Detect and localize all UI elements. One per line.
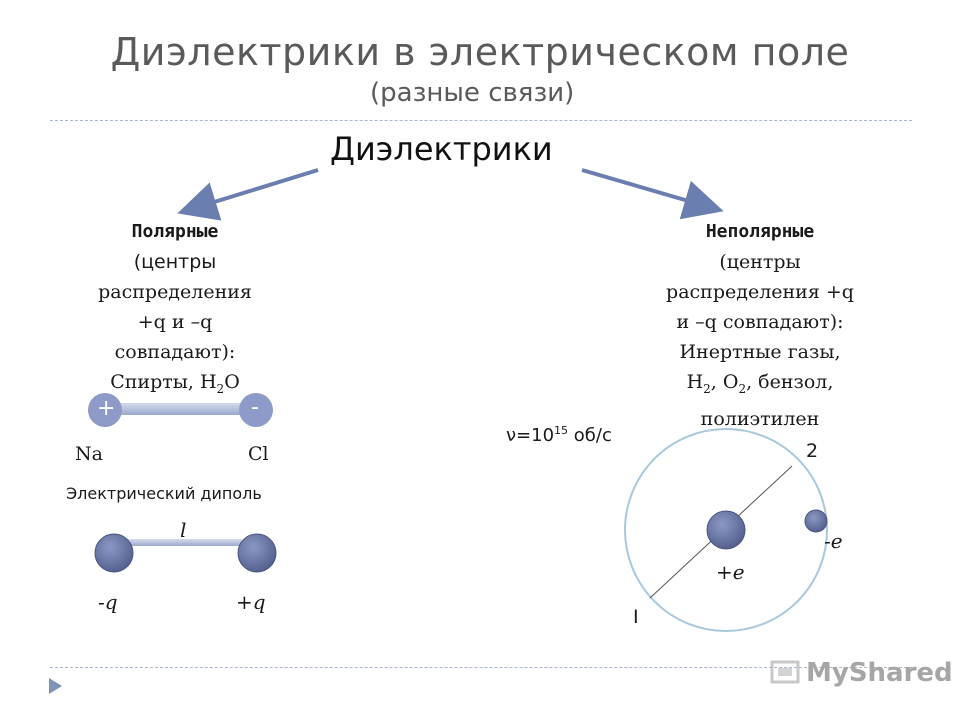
nonpolar-line-5: H2, O2, бензол, bbox=[686, 371, 834, 396]
plus-atom bbox=[88, 393, 122, 427]
nonpolar-line-1: (центры bbox=[719, 251, 801, 273]
polar-line-1: (центры bbox=[133, 251, 217, 273]
nucleus-label: +e bbox=[716, 560, 745, 584]
electron bbox=[804, 509, 828, 533]
polar-label: Полярные bbox=[131, 221, 219, 242]
frequency-label: ν=1015 об/с bbox=[506, 424, 612, 446]
atom-cl-label: Cl bbox=[248, 443, 269, 465]
minus-sign: - bbox=[251, 395, 259, 420]
nonpolar-line-6: полиэтилен bbox=[700, 407, 820, 430]
myshared-logo-icon bbox=[770, 660, 800, 684]
plus-sign: + bbox=[97, 396, 116, 421]
bottom-divider bbox=[50, 667, 912, 668]
dipole-negative-charge bbox=[94, 533, 134, 573]
polar-line-4: совпадают): bbox=[114, 341, 236, 363]
nonpolar-line-3: и –q совпадают): bbox=[676, 311, 844, 333]
polar-line-5: Спирты, H2O bbox=[110, 371, 240, 396]
top-divider bbox=[50, 120, 912, 121]
slide-subtitle: (разные связи) bbox=[370, 78, 575, 108]
electron-label: -e bbox=[824, 529, 843, 553]
dipole-positive-label: +q bbox=[236, 590, 266, 614]
dipole-positive-charge bbox=[237, 533, 277, 573]
arrow-right-icon bbox=[581, 168, 724, 220]
dipole-diagram bbox=[94, 533, 277, 573]
nonpolar-line-2: распределения +q bbox=[666, 281, 854, 303]
watermark-text: MyShared bbox=[806, 658, 953, 688]
polar-line-2: распределения bbox=[98, 281, 252, 303]
nacl-molecule bbox=[88, 393, 273, 427]
main-heading: Диэлектрики bbox=[330, 130, 553, 168]
dipole-negative-label: -q bbox=[98, 590, 118, 614]
nonpolar-label: Неполярные bbox=[705, 221, 815, 242]
minus-atom bbox=[239, 393, 273, 427]
nonpolar-description: Неполярные (центры распределения +q и –q… bbox=[630, 216, 890, 434]
nucleus bbox=[706, 510, 746, 550]
nonpolar-line-4: Инертные газы, bbox=[679, 341, 841, 363]
polar-line-3: +q и –q bbox=[137, 311, 213, 333]
dipole-length-label: l bbox=[180, 518, 187, 542]
arrow-left-icon bbox=[177, 168, 319, 221]
nav-triangle-icon bbox=[49, 678, 62, 694]
polar-description: Полярные (центры распределения +q и –q с… bbox=[55, 216, 295, 404]
orbit-label-1: I bbox=[633, 606, 639, 628]
slide-title: Диэлектрики в электрическом поле bbox=[110, 30, 850, 74]
dipole-caption: Электрический диполь bbox=[66, 484, 262, 503]
atom-na-label: Na bbox=[75, 443, 103, 465]
orbit-label-2: 2 bbox=[806, 440, 819, 462]
atom-model bbox=[624, 428, 828, 632]
